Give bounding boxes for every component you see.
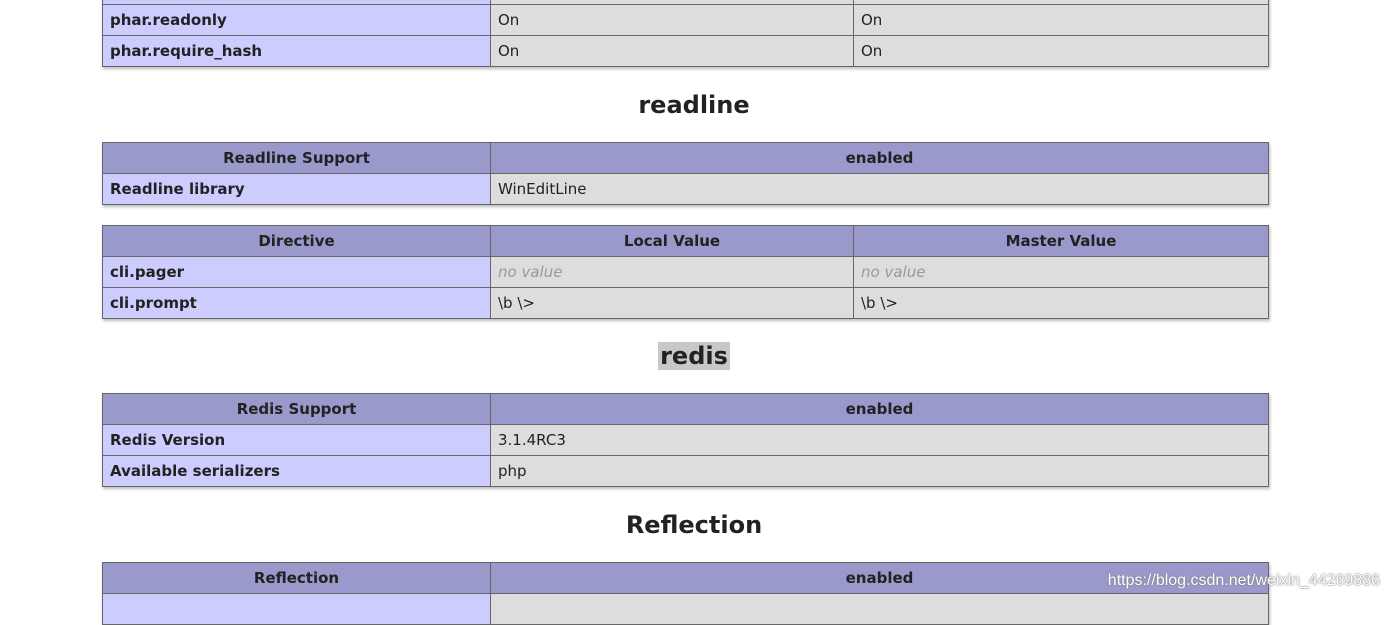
watermark-text: https://blog.csdn.net/weixin_44269886 — [1107, 572, 1380, 589]
directive-name: phar.require_hash — [102, 35, 491, 67]
header-cell: Local Value — [490, 225, 854, 257]
header-cell: Redis Support — [102, 393, 491, 425]
info-value: php — [490, 455, 1269, 487]
local-value: \b \> — [490, 287, 854, 319]
directive-name: phar.readonly — [102, 4, 491, 36]
info-value: WinEditLine — [490, 173, 1269, 205]
header-cell: enabled — [490, 562, 1269, 594]
reflection-info-table: Reflection enabled — [102, 562, 1269, 625]
table-row: phar.require_hash On On — [102, 35, 1269, 67]
master-value: On — [853, 35, 1269, 67]
section-heading-reflection: Reflection — [625, 511, 763, 539]
info-key: Readline library — [102, 173, 491, 205]
master-value: On — [853, 4, 1269, 36]
table-header-row: Directive Local Value Master Value — [102, 225, 1269, 257]
info-value — [490, 593, 1269, 625]
info-value: 3.1.4RC3 — [490, 424, 1269, 456]
info-key — [102, 593, 491, 625]
table-row: Readline library WinEditLine — [102, 173, 1269, 205]
phar-directives-table: phar.readonly On On phar.require_hash On… — [102, 0, 1269, 67]
redis-info-table: Redis Support enabled Redis Version 3.1.… — [102, 393, 1269, 487]
table-row — [102, 593, 1269, 625]
readline-info-table: Readline Support enabled Readline librar… — [102, 142, 1269, 205]
local-value: On — [490, 4, 854, 36]
header-cell: enabled — [490, 142, 1269, 174]
table-row: Available serializers php — [102, 455, 1269, 487]
directive-name: cli.pager — [102, 256, 491, 288]
header-cell: Reflection — [102, 562, 491, 594]
table-header-row: Readline Support enabled — [102, 142, 1269, 174]
local-value: no value — [490, 256, 854, 288]
master-value: no value — [853, 256, 1269, 288]
table-row: cli.pager no value no value — [102, 256, 1269, 288]
table-header-row: Reflection enabled — [102, 562, 1269, 594]
master-value: \b \> — [853, 287, 1269, 319]
section-heading-redis: redis — [0, 341, 1388, 371]
header-cell: Master Value — [853, 225, 1269, 257]
header-cell: Directive — [102, 225, 491, 257]
table-row: cli.prompt \b \> \b \> — [102, 287, 1269, 319]
readline-directives-table: Directive Local Value Master Value cli.p… — [102, 225, 1269, 319]
find-highlight: redis — [658, 342, 730, 370]
info-key: Available serializers — [102, 455, 491, 487]
header-cell: Readline Support — [102, 142, 491, 174]
table-row: Redis Version 3.1.4RC3 — [102, 424, 1269, 456]
table-header-row: Redis Support enabled — [102, 393, 1269, 425]
local-value: On — [490, 35, 854, 67]
directive-name: cli.prompt — [102, 287, 491, 319]
section-heading-readline: readline — [638, 91, 750, 119]
info-key: Redis Version — [102, 424, 491, 456]
header-cell: enabled — [490, 393, 1269, 425]
table-row: phar.readonly On On — [102, 4, 1269, 36]
